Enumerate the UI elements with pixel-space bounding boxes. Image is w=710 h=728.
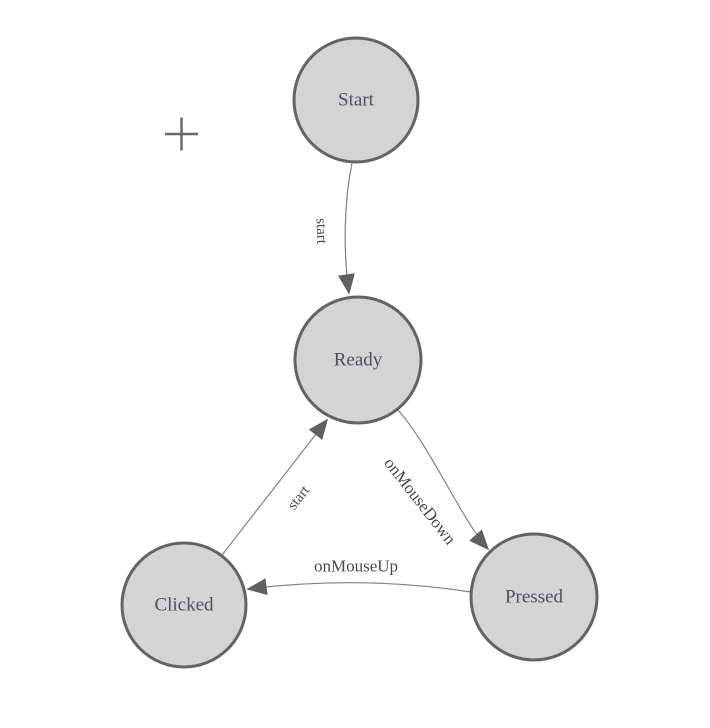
node-circle-pressed[interactable] xyxy=(469,532,599,662)
edge-label-clicked-to-ready: start xyxy=(285,482,314,513)
node-circle-clicked[interactable] xyxy=(120,541,248,669)
edge-label-ready-to-pressed: onMouseDown xyxy=(380,454,460,549)
edge-line-ready-to-pressed[interactable] xyxy=(396,408,490,551)
node-circle-start[interactable] xyxy=(292,36,420,164)
node-pressed[interactable]: Pressed xyxy=(469,532,599,662)
edge-start-to-ready: start xyxy=(313,162,355,295)
node-ready[interactable]: Ready xyxy=(293,295,423,425)
edge-label-pressed-to-clicked: onMouseUp xyxy=(314,557,398,576)
node-start[interactable]: Start xyxy=(292,36,420,164)
node-circle-ready[interactable] xyxy=(293,295,423,425)
edge-line-clicked-to-ready[interactable] xyxy=(221,418,329,556)
edge-label-start-to-ready: start xyxy=(313,218,330,245)
edge-line-start-to-ready[interactable] xyxy=(338,162,355,295)
edge-clicked-to-ready: start xyxy=(221,418,329,556)
edge-pressed-to-clicked: onMouseUp xyxy=(246,557,472,596)
edge-line-pressed-to-clicked[interactable] xyxy=(246,578,472,596)
node-clicked[interactable]: Clicked xyxy=(120,541,248,669)
edge-ready-to-pressed: onMouseDown xyxy=(380,408,490,551)
crosshair-icon xyxy=(165,117,198,151)
